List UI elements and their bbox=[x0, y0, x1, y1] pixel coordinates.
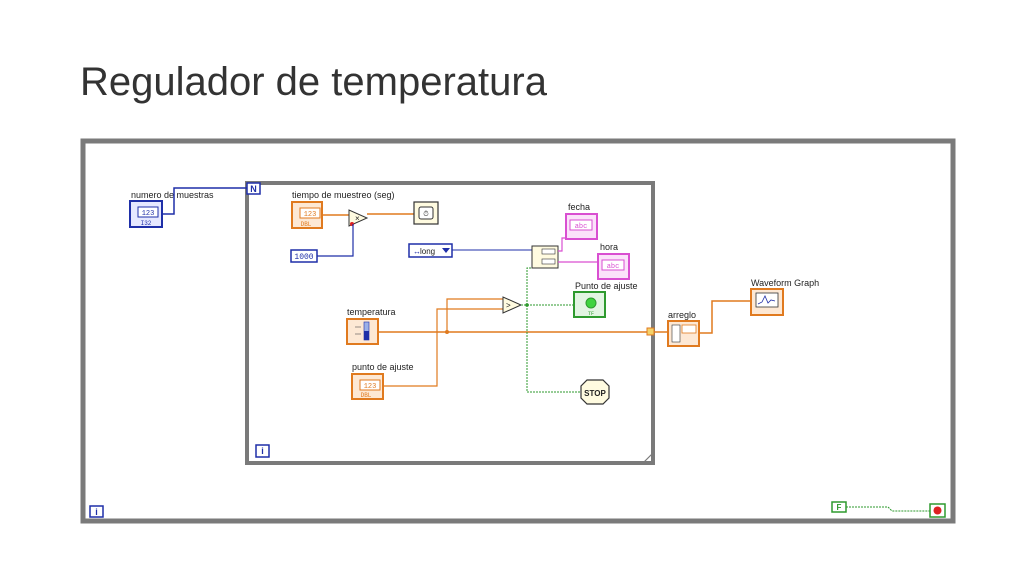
svg-text:STOP: STOP bbox=[584, 389, 606, 398]
svg-text:DBL: DBL bbox=[301, 221, 312, 228]
svg-text:F: F bbox=[837, 503, 842, 512]
for-loop-iteration-terminal: i bbox=[255, 444, 270, 458]
numero-muestras-label: numero de muestras bbox=[131, 190, 214, 200]
multiply-node[interactable]: × bbox=[348, 209, 369, 227]
punto-ajuste-control[interactable]: 123 DBL bbox=[351, 373, 384, 400]
auto-index-tunnel[interactable] bbox=[646, 327, 655, 336]
boolean-wire[interactable] bbox=[846, 506, 930, 512]
stop-branch-wire[interactable] bbox=[526, 267, 532, 305]
hora-indicator[interactable]: abc bbox=[597, 253, 630, 280]
compare-x-wire[interactable] bbox=[446, 298, 503, 332]
svg-text:>: > bbox=[506, 301, 511, 310]
stop-wire[interactable] bbox=[526, 305, 582, 393]
numero-muestras-control[interactable]: 123 I32 bbox=[129, 200, 163, 228]
svg-text:abc: abc bbox=[607, 263, 620, 271]
svg-text:1000: 1000 bbox=[294, 253, 313, 262]
format-ring-constant[interactable]: ↔ long bbox=[408, 243, 453, 258]
svg-text:×: × bbox=[355, 214, 360, 223]
svg-text:TF: TF bbox=[588, 311, 594, 317]
loop-stop-terminal[interactable] bbox=[929, 503, 946, 518]
arreglo-indicator[interactable] bbox=[667, 320, 700, 347]
resize-corner[interactable] bbox=[643, 453, 653, 463]
svg-text:I32: I32 bbox=[141, 220, 152, 227]
while-loop-frame[interactable] bbox=[80, 138, 956, 524]
loop-condition-constant[interactable]: F bbox=[831, 501, 847, 513]
greater-than-node[interactable]: > bbox=[502, 296, 523, 314]
svg-text:⏱: ⏱ bbox=[423, 210, 429, 218]
for-loop-count-terminal: N bbox=[246, 182, 261, 195]
constant-wire[interactable] bbox=[317, 224, 354, 257]
svg-text:N: N bbox=[250, 184, 257, 194]
ms-constant[interactable]: 1000 bbox=[290, 249, 318, 263]
wait-ms-node[interactable]: ⏱ bbox=[413, 201, 439, 225]
stop-node[interactable]: STOP bbox=[580, 379, 610, 405]
punto-ajuste-control-label: punto de ajuste bbox=[352, 362, 414, 372]
temperatura-control[interactable] bbox=[346, 318, 379, 345]
count-wire[interactable] bbox=[162, 187, 247, 215]
fecha-indicator[interactable]: abc bbox=[565, 213, 598, 240]
svg-text:123: 123 bbox=[364, 383, 377, 391]
compare-y-wire[interactable] bbox=[383, 308, 503, 387]
temperatura-label: temperatura bbox=[347, 307, 396, 317]
waveform-graph-indicator[interactable] bbox=[750, 288, 784, 316]
svg-text:i: i bbox=[95, 507, 98, 517]
punto-ajuste-led-label: Punto de ajuste bbox=[575, 281, 638, 291]
svg-text:DBL: DBL bbox=[361, 392, 372, 399]
format-date-time-node[interactable] bbox=[531, 245, 559, 269]
fecha-label: fecha bbox=[568, 202, 590, 212]
svg-text:↔: ↔ bbox=[413, 247, 421, 256]
svg-text:abc: abc bbox=[575, 223, 588, 231]
while-loop-iteration-terminal: i bbox=[89, 505, 104, 518]
svg-text:long: long bbox=[420, 247, 435, 256]
graph-wire[interactable] bbox=[699, 300, 751, 334]
tiempo-muestreo-control[interactable]: 123 DBL bbox=[291, 201, 323, 229]
for-loop-frame[interactable] bbox=[245, 181, 655, 465]
svg-text:123: 123 bbox=[304, 211, 317, 219]
svg-text:123: 123 bbox=[142, 210, 155, 218]
tiempo-muestreo-label: tiempo de muestreo (seg) bbox=[292, 190, 395, 200]
svg-text:i: i bbox=[261, 446, 264, 456]
punto-ajuste-led-indicator[interactable]: TF bbox=[573, 291, 606, 318]
hora-label: hora bbox=[600, 242, 618, 252]
waveform-graph-label: Waveform Graph bbox=[751, 278, 819, 288]
slide-title: Regulador de temperatura bbox=[80, 60, 547, 104]
arreglo-label: arreglo bbox=[668, 310, 696, 320]
